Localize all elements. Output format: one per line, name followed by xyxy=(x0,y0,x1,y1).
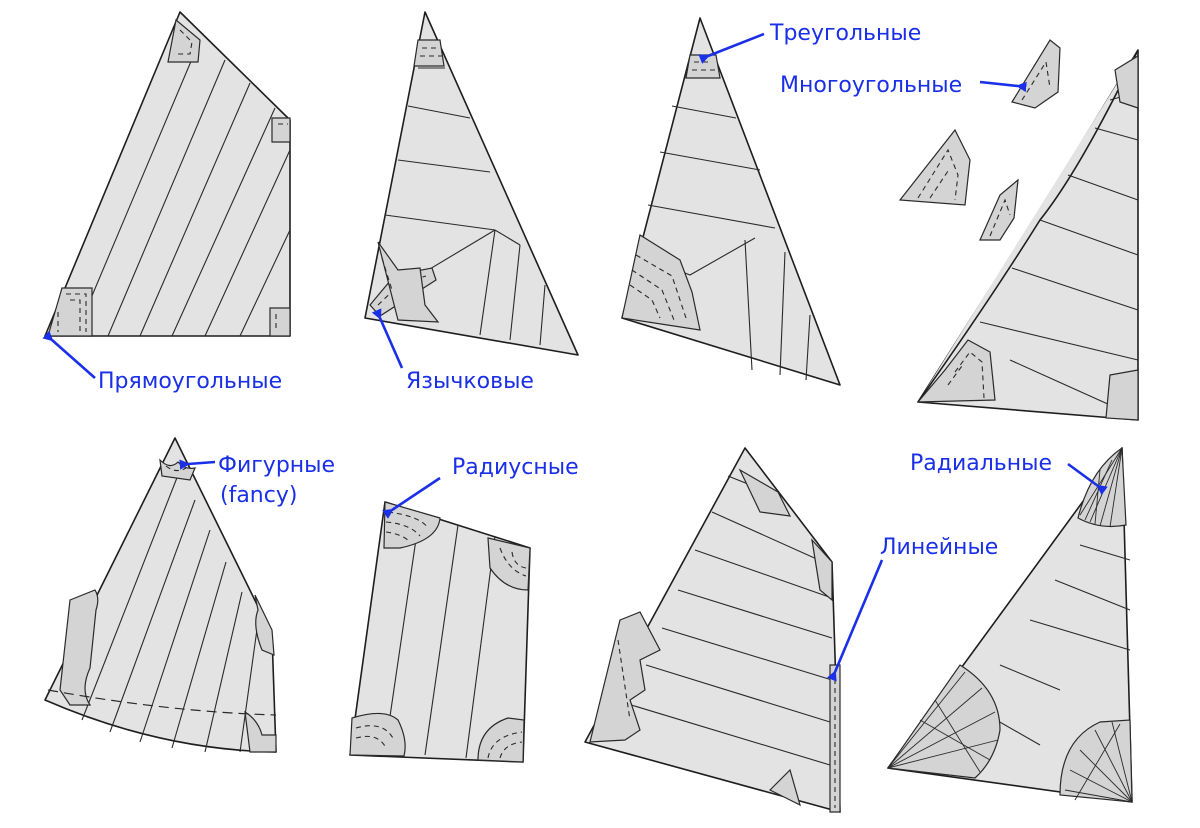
label-tongue: Язычковые xyxy=(406,369,534,394)
label-rectangular: Прямоугольные xyxy=(98,369,282,394)
arrow-polygonal xyxy=(979,80,1027,93)
sail-triangular xyxy=(621,17,841,386)
sail-rectangular xyxy=(44,11,291,337)
arrow-radial xyxy=(1067,462,1108,496)
label-radial: Радиальные xyxy=(910,451,1052,476)
label-triangular: Треугольные xyxy=(769,21,921,46)
label-linear: Линейные xyxy=(880,535,998,560)
sail-polygonal xyxy=(898,39,1139,421)
label-polygonal: Многоугольные xyxy=(780,73,962,98)
label-radius: Радиусные xyxy=(452,455,579,480)
label-fancy-ru: Фигурные xyxy=(218,453,335,478)
arrow-triangular xyxy=(698,32,765,64)
label-fancy-en: (fancy) xyxy=(220,483,297,508)
arrow-tongue xyxy=(371,308,404,369)
sail-radius xyxy=(349,501,531,763)
arrow-radius xyxy=(382,476,441,519)
sail-linear xyxy=(584,447,841,813)
sail-radial xyxy=(886,446,1133,803)
sail-tongue xyxy=(364,11,579,356)
arrow-linear xyxy=(826,559,884,682)
arrow-fancy xyxy=(179,459,216,470)
sail-fancy xyxy=(44,437,277,753)
annotation-labels: Прямоугольные Язычковые Треугольные Мног… xyxy=(98,21,1052,560)
annotation-arrows xyxy=(42,32,1108,682)
arrow-rectangular xyxy=(42,330,96,379)
